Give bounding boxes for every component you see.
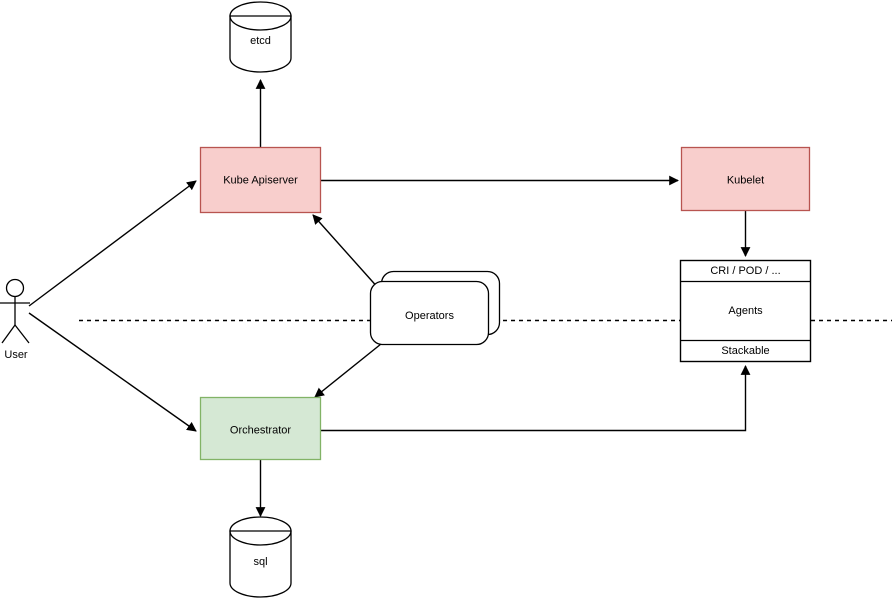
etcd-cylinder-top xyxy=(229,1,292,31)
node-orchestrator[interactable]: Orchestrator xyxy=(199,396,322,461)
node-sql[interactable]: sql xyxy=(229,516,292,598)
sql-label: sql xyxy=(253,556,267,568)
agents-stackable-label: Stackable xyxy=(721,345,769,357)
kube-apiserver-box xyxy=(199,146,322,214)
kubelet-label: Kubelet xyxy=(727,174,764,186)
user-head xyxy=(5,278,25,298)
agents-cri-pod-label: CRI / POD / ... xyxy=(710,265,780,277)
kube-apiserver-label: Kube Apiserver xyxy=(223,174,298,186)
node-operators[interactable]: Operators xyxy=(369,270,501,346)
edge-operators-to-orchestrator xyxy=(314,343,382,398)
node-user[interactable]: User xyxy=(0,278,30,361)
sql-cylinder-body xyxy=(229,530,292,598)
node-agents-stack[interactable]: CRI / POD / ... Agents Stackable xyxy=(679,259,812,363)
user-leg-right xyxy=(14,324,30,344)
orchestrator-label: Orchestrator xyxy=(230,424,291,436)
user-leg-left xyxy=(1,324,16,344)
node-kube-apiserver[interactable]: Kube Apiserver xyxy=(199,146,322,214)
operators-label: Operators xyxy=(405,310,454,322)
edge-operators-to-apiserver xyxy=(312,214,381,291)
agents-label: Agents xyxy=(728,305,763,317)
orchestrator-box xyxy=(199,396,322,461)
agents-outer-box xyxy=(679,259,812,363)
user-label: User xyxy=(4,349,28,361)
node-etcd[interactable]: etcd xyxy=(229,1,292,73)
operators-front-card xyxy=(369,280,490,346)
edge-user-to-orchestrator xyxy=(28,312,197,432)
node-kubelet[interactable]: Kubelet xyxy=(680,146,811,212)
etcd-cylinder-body xyxy=(229,15,292,73)
kubelet-box xyxy=(680,146,811,212)
etcd-label: etcd xyxy=(250,35,271,47)
sql-cylinder-top xyxy=(229,516,292,546)
edge-user-to-apiserver xyxy=(28,180,197,307)
edge-orchestrator-to-stackable xyxy=(321,365,751,432)
